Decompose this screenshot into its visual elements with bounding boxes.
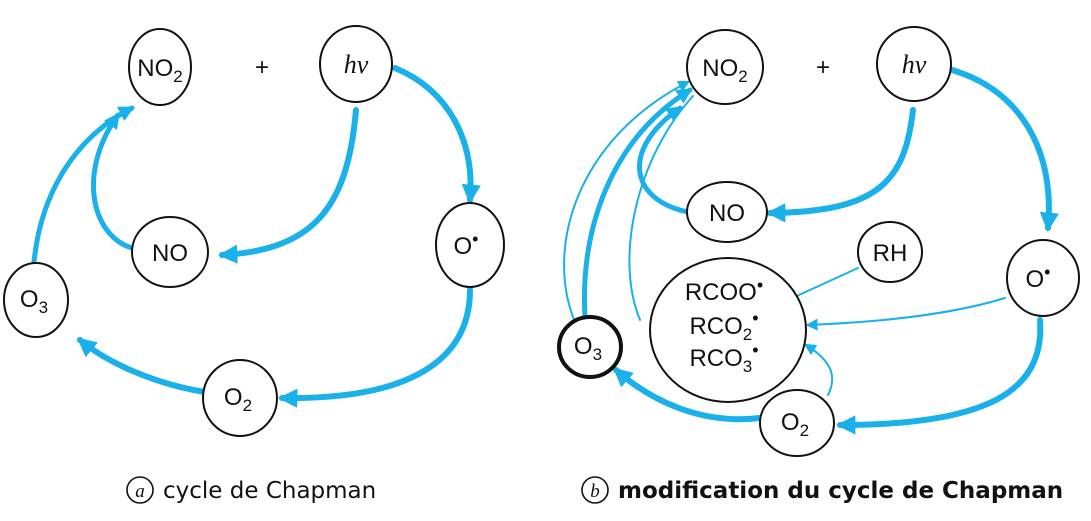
arrow-o3-to-no2-thin — [563, 80, 691, 323]
svg-text:NO: NO — [152, 240, 188, 267]
svg-text:O3: O3 — [574, 333, 602, 364]
svg-text:O2: O2 — [781, 409, 809, 440]
diagram-b: NO2 + hν NO RH O• RCOO• RCO2• RCO3• O3 — [557, 26, 1080, 504]
svg-text:O2: O2 — [224, 384, 252, 415]
arrow-no2-to-radicals — [628, 95, 694, 321]
arrow-hv-to-no — [218, 107, 359, 264]
node-no: NO — [131, 216, 209, 288]
node-radicals: RCOO• RCO2• RCO3• — [649, 257, 807, 403]
plus-sign: + — [255, 54, 269, 81]
svg-text:O•: O• — [454, 229, 479, 260]
svg-text:hν: hν — [902, 50, 927, 79]
arrow-o2-to-radicals — [803, 343, 834, 396]
node-no2: NO2 — [686, 29, 764, 105]
svg-text:NO2: NO2 — [702, 55, 747, 86]
node-o3: O3 — [3, 262, 69, 338]
node-o-radical: O• — [1006, 239, 1080, 317]
node-hv: hν — [876, 26, 952, 102]
caption-text: modification du cycle de Chapman — [618, 478, 1063, 504]
arrow-no-to-no2 — [90, 112, 135, 251]
svg-text:hν: hν — [344, 50, 369, 79]
arrow-o2-to-o3 — [613, 367, 763, 423]
arrow-o3-to-no2-thick — [581, 87, 693, 321]
arrow-rh-to-radicals — [785, 267, 859, 302]
node-o2: O2 — [202, 359, 278, 437]
node-o2: O2 — [759, 389, 835, 457]
caption-letter: a — [135, 481, 145, 502]
node-hv: hν — [319, 25, 393, 103]
arrow-hv-to-orad — [392, 65, 481, 204]
caption-letter-circle — [126, 476, 154, 504]
radical-rco2: RCO2• — [689, 308, 758, 344]
caption-letter: b — [590, 481, 600, 502]
plus-sign: + — [816, 54, 830, 81]
radical-rcoo: RCOO• — [685, 275, 763, 306]
svg-text:O•: O• — [1026, 262, 1051, 293]
diagram-a: NO2 + hν NO O• O3 O2 a cycle de Chapman — [3, 25, 505, 504]
caption-a: a cycle de Chapman — [126, 476, 376, 504]
svg-text:NO: NO — [709, 200, 745, 227]
arrow-hv-to-orad — [949, 67, 1059, 232]
node-rh: RH — [857, 221, 923, 283]
node-no2: NO2 — [128, 28, 192, 106]
arrow-hv-to-no — [766, 107, 916, 223]
radical-rco3: RCO3• — [689, 340, 758, 376]
arrow-orad-to-o2 — [836, 317, 1044, 435]
caption-text: cycle de Chapman — [163, 478, 376, 504]
caption-letter-circle — [581, 476, 609, 504]
node-no: NO — [686, 181, 768, 243]
svg-text:NO2: NO2 — [137, 55, 182, 86]
node-o-radical: O• — [435, 202, 505, 288]
svg-text:RH: RH — [873, 240, 908, 267]
arrow-orad-to-o2 — [278, 287, 473, 408]
svg-text:O3: O3 — [20, 286, 48, 317]
arrow-no-to-no2 — [637, 105, 691, 215]
arrow-o2-to-o3 — [77, 337, 208, 395]
caption-b: b modification du cycle de Chapman — [581, 476, 1063, 504]
arrow-orad-to-radicals — [805, 297, 1006, 331]
node-o3: O3 — [557, 315, 623, 379]
arrow-o3-to-no2 — [31, 105, 135, 265]
